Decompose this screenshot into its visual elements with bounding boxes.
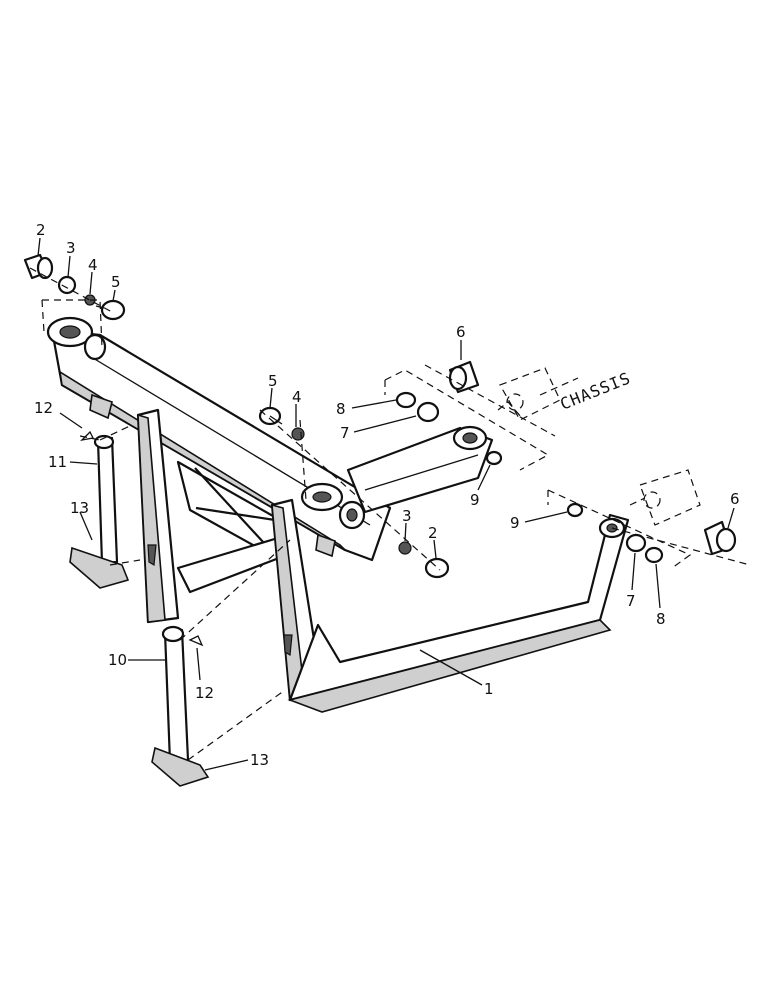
callout-13: 13 xyxy=(70,499,89,517)
callout-12: 12 xyxy=(195,684,214,702)
callout-8: 8 xyxy=(656,610,666,628)
bush-9-lower xyxy=(566,502,584,518)
stand-leg-upper xyxy=(69,430,130,589)
callout-12: 12 xyxy=(34,399,53,417)
bush-7-lower xyxy=(625,533,647,553)
callout-4: 4 xyxy=(88,256,98,274)
washer-upper-left xyxy=(57,275,77,295)
callout-3: 3 xyxy=(66,239,76,257)
plate-mid-right xyxy=(424,557,450,579)
callout-2: 2 xyxy=(428,524,438,542)
bolt-chassis-upper xyxy=(448,360,480,394)
leader-lines xyxy=(37,237,735,771)
callout-6: 6 xyxy=(456,323,466,341)
callout-2: 2 xyxy=(36,221,46,239)
callout-5: 5 xyxy=(111,273,121,291)
callout-7: 7 xyxy=(626,592,636,610)
callout-1: 1 xyxy=(484,680,494,698)
washer-8-lower xyxy=(644,546,664,564)
chassis-label: CHASSIS xyxy=(557,368,633,414)
pin-upper-left xyxy=(23,253,54,280)
callout-6: 6 xyxy=(730,490,740,508)
callout-9: 9 xyxy=(510,514,520,532)
callout-10: 10 xyxy=(108,651,127,669)
washer-mid-right xyxy=(398,541,412,555)
callouts: 2 3 4 5 12 11 13 5 4 6 8 7 9 3 2 9 6 7 8… xyxy=(34,221,740,769)
callout-9: 9 xyxy=(470,491,480,509)
bush-mid xyxy=(291,427,305,441)
rear-arm xyxy=(346,426,494,514)
main-frame xyxy=(46,316,630,713)
stand-leg-lower xyxy=(151,625,210,787)
chassis-bracket-lower xyxy=(629,469,701,526)
bush-9-upper xyxy=(485,450,503,466)
bush-7-upper xyxy=(416,401,440,423)
assembly-guides xyxy=(29,267,751,761)
callout-7: 7 xyxy=(340,424,350,442)
plate-mid xyxy=(258,406,283,426)
washer-8-upper xyxy=(395,391,417,409)
bolt-chassis-lower xyxy=(703,520,737,556)
callout-5: 5 xyxy=(268,372,278,390)
callout-3: 3 xyxy=(402,507,412,525)
callout-4: 4 xyxy=(292,388,302,406)
callout-13: 13 xyxy=(250,751,269,769)
callout-11: 11 xyxy=(48,453,67,471)
callout-8: 8 xyxy=(336,400,346,418)
